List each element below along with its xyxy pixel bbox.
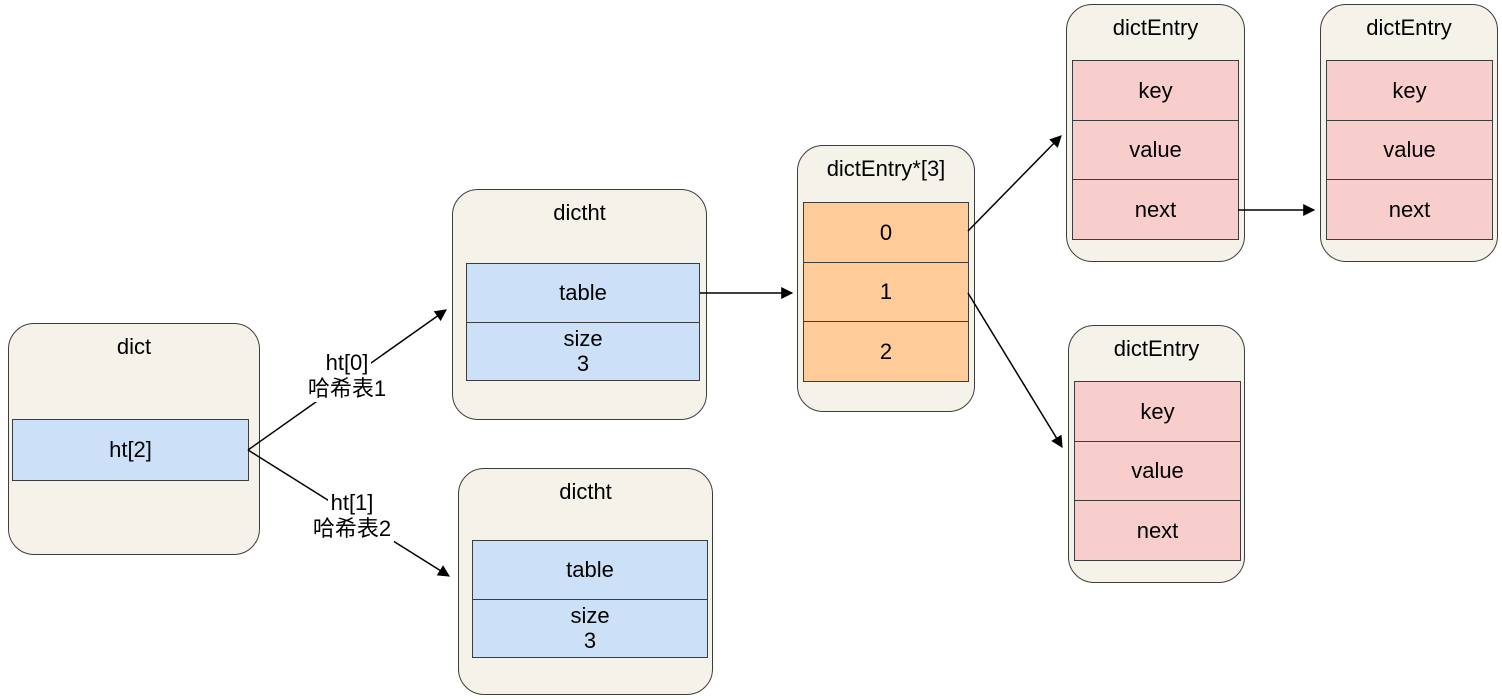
dictht1-size-label: size <box>563 326 603 351</box>
entry2-value-cell: value <box>1326 119 1493 181</box>
dict-entry1-title: dictEntry <box>1112 15 1199 40</box>
arrow-bucket1-to-entry3 <box>967 292 1063 449</box>
dictht1-size-cell: size 3 <box>466 321 700 381</box>
entry1-next-cell: next <box>1072 179 1239 240</box>
dictht2-cells: table size 3 <box>472 540 708 658</box>
edge-label-ht0: ht[0] 哈希表1 <box>291 350 403 402</box>
dictht2-title: dictht <box>559 479 612 504</box>
dict-entry3-title: dictEntry <box>1113 336 1200 361</box>
entry1-key-cell: key <box>1072 60 1239 121</box>
edge-label-ht0-line2: 哈希表1 <box>304 376 390 402</box>
dictht2-size-value: 3 <box>583 628 597 653</box>
edge-label-ht0-line1: ht[0] <box>322 350 372 376</box>
dict-entry1-node: dictEntry key value next <box>1066 4 1245 262</box>
dict-entry2-cells: key value next <box>1326 60 1493 240</box>
edge-label-ht1-line1: ht[1] <box>327 490 377 516</box>
dictht1-node: dictht table size 3 <box>452 189 707 420</box>
dictht1-title: dictht <box>553 200 606 225</box>
bucket-cell-2: 2 <box>803 321 969 382</box>
dict-node: dict ht[2] <box>8 323 260 555</box>
dict-cell-ht2: ht[2] <box>12 419 249 481</box>
dict-entry3-cells: key value next <box>1074 381 1241 561</box>
edge-label-ht1: ht[1] 哈希表2 <box>294 490 410 542</box>
dictht2-table-cell: table <box>472 540 708 600</box>
bucket-array-cells: 0 1 2 <box>803 202 969 382</box>
dict-title: dict <box>116 334 152 359</box>
dictht2-node: dictht table size 3 <box>458 468 713 695</box>
dict-entry3-node: dictEntry key value next <box>1068 325 1245 583</box>
dictht1-cells: table size 3 <box>466 263 700 381</box>
bucket-cell-0: 0 <box>803 202 969 263</box>
entry2-next-cell: next <box>1326 179 1493 240</box>
dictht2-size-cell: size 3 <box>472 598 708 658</box>
entry2-key-cell: key <box>1326 60 1493 121</box>
entry3-key-cell: key <box>1074 381 1241 442</box>
bucket-array-node: dictEntry*[3] 0 1 2 <box>797 145 975 412</box>
dict-entry2-node: dictEntry key value next <box>1320 4 1498 262</box>
edge-label-ht1-line2: 哈希表2 <box>309 516 395 542</box>
dictht2-size-label: size <box>570 603 610 628</box>
dict-cells: ht[2] <box>12 419 249 481</box>
entry3-value-cell: value <box>1074 440 1241 502</box>
bucket-cell-1: 1 <box>803 261 969 323</box>
entry3-next-cell: next <box>1074 500 1241 561</box>
dictht1-size-value: 3 <box>576 351 590 376</box>
dict-entry2-title: dictEntry <box>1366 15 1452 40</box>
arrow-bucket0-to-entry1 <box>967 135 1062 232</box>
bucket-array-title: dictEntry*[3] <box>826 156 946 181</box>
dictht1-table-cell: table <box>466 263 700 323</box>
entry1-value-cell: value <box>1072 119 1239 181</box>
dict-entry1-cells: key value next <box>1072 60 1239 240</box>
